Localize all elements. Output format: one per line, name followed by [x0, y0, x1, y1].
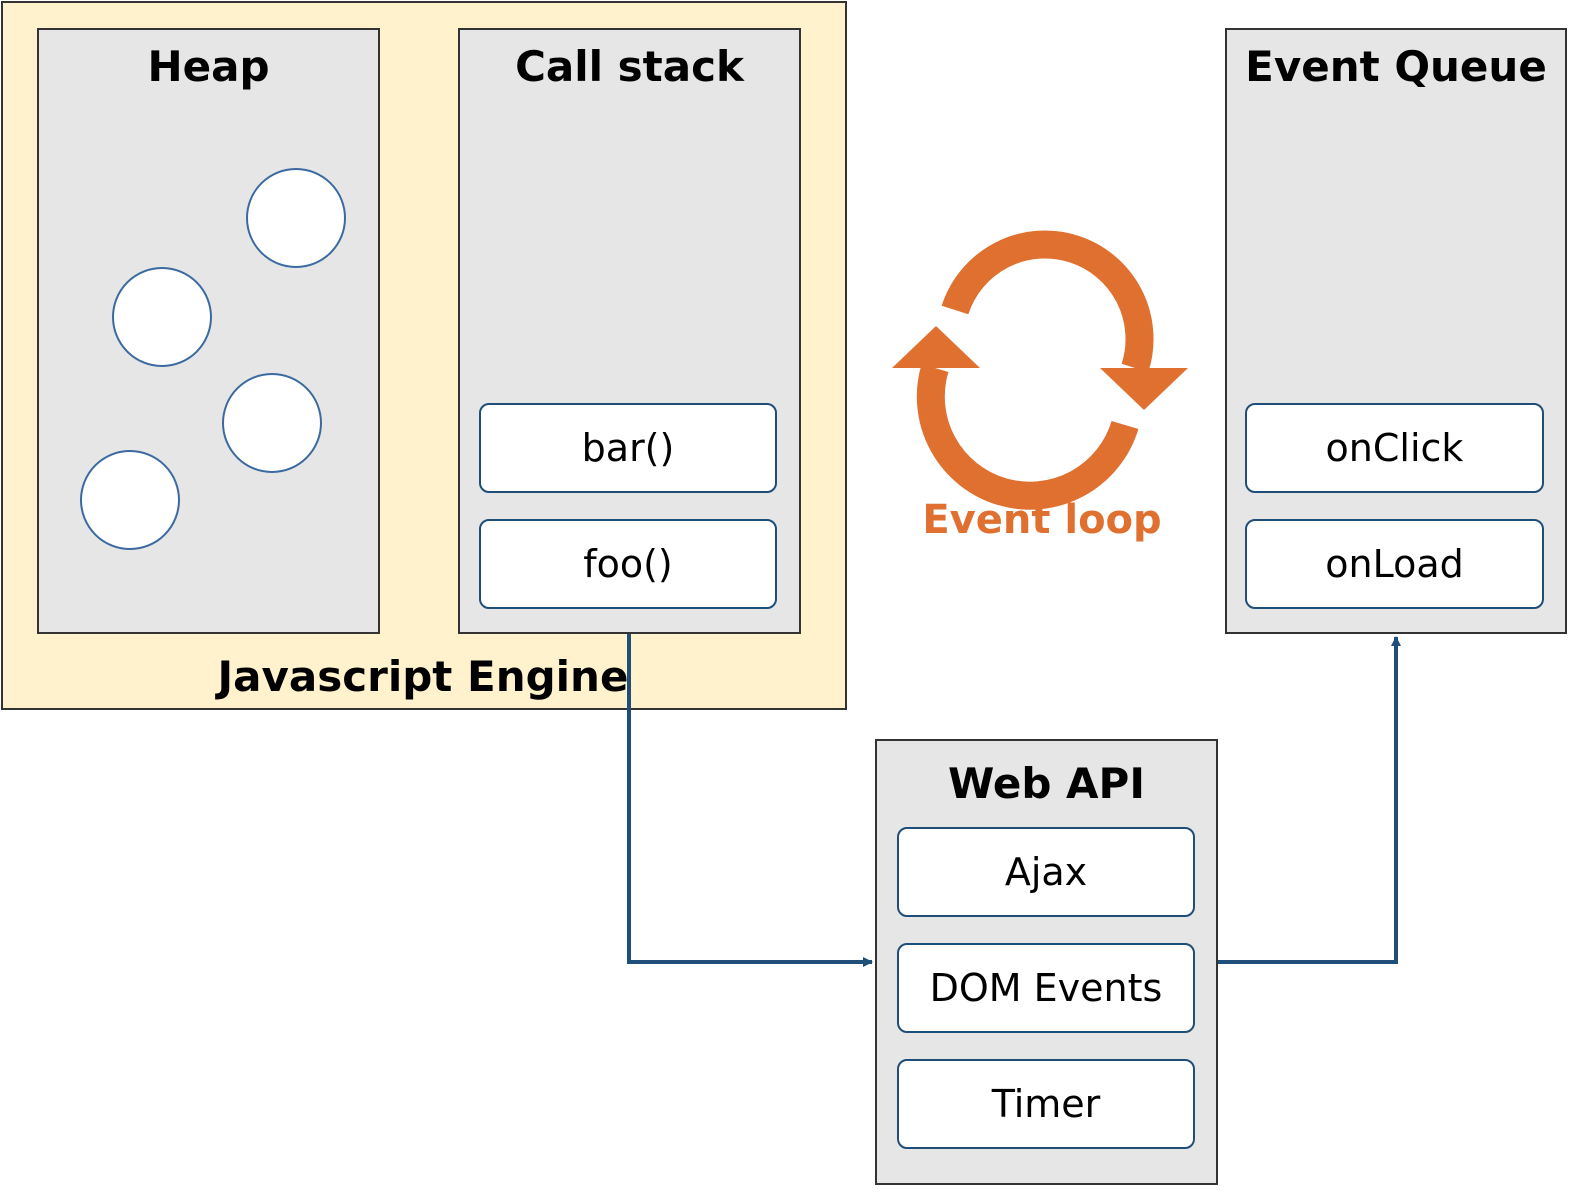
web-api-panel: Web API Ajax DOM Events Timer [875, 739, 1218, 1185]
call-stack-frame-bar: bar() [479, 403, 777, 493]
heap-object [80, 450, 180, 550]
call-stack-to-web-api-arrow [627, 634, 873, 967]
event-loop-label: Event loop [922, 497, 1162, 543]
web-api-to-event-queue-arrow [1218, 636, 1401, 964]
event-queue-item-onclick: onClick [1245, 403, 1544, 493]
heap-object [222, 373, 322, 473]
web-api-title: Web API [948, 759, 1145, 808]
javascript-engine-label: Javascript Engine [217, 652, 629, 701]
web-api-item-dom-events: DOM Events [897, 943, 1195, 1033]
web-api-item-ajax: Ajax [897, 827, 1195, 917]
web-api-item-timer: Timer [897, 1059, 1195, 1149]
event-queue-panel: Event Queue onClick onLoad [1225, 28, 1567, 634]
call-stack-title: Call stack [515, 42, 744, 91]
event-loop-icon [892, 230, 1188, 510]
heap-object [112, 267, 212, 367]
heap-title: Heap [147, 42, 270, 91]
heap-panel: Heap [37, 28, 380, 634]
call-stack-frame-foo: foo() [479, 519, 777, 609]
heap-object [246, 168, 346, 268]
call-stack-panel: Call stack bar() foo() [458, 28, 801, 634]
event-queue-title: Event Queue [1245, 42, 1547, 91]
event-queue-item-onload: onLoad [1245, 519, 1544, 609]
